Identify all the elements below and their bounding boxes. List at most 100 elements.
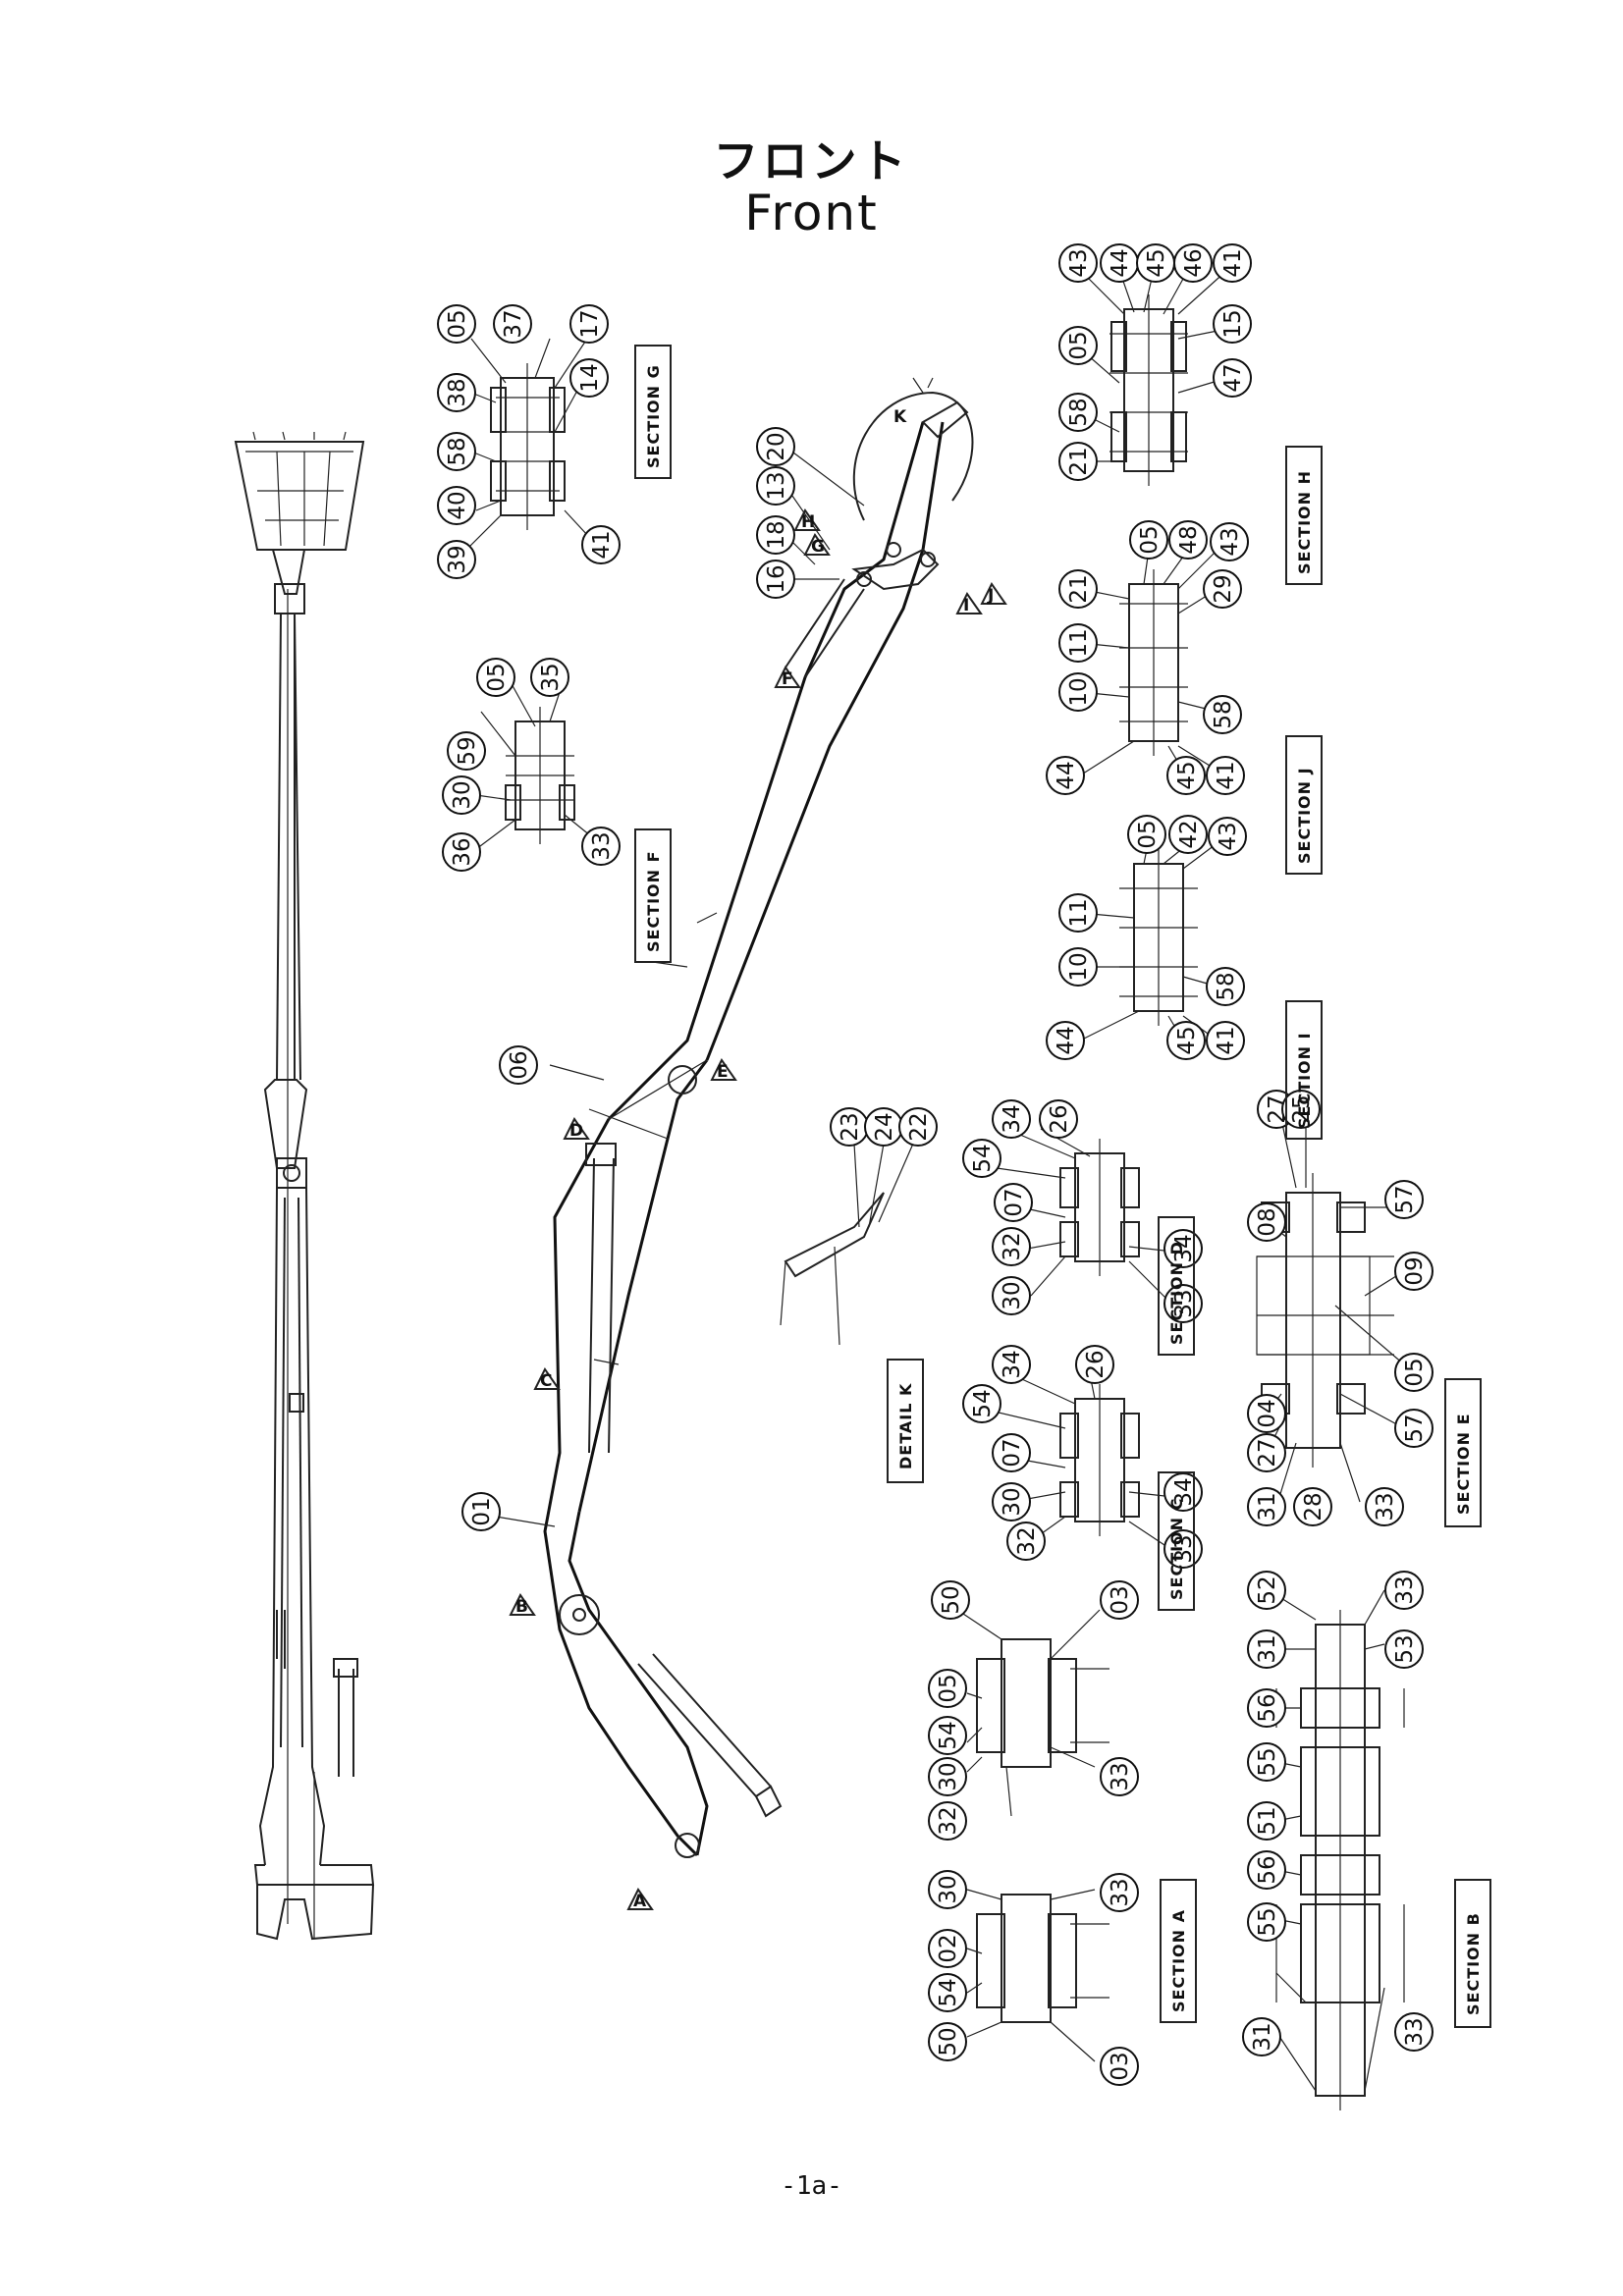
callout-number: 05: [1402, 1358, 1428, 1386]
callout-main-18: 18: [756, 515, 795, 555]
callout-number: 08: [1255, 1207, 1280, 1236]
callout-circle: [928, 2022, 967, 2061]
callout-number: 30: [936, 1875, 961, 1903]
callout-number: 40: [445, 491, 470, 519]
callout-number: 33: [1402, 2017, 1428, 2046]
section-j-label: SECTION J: [1295, 767, 1314, 864]
callout-b-52: 52: [1247, 1571, 1286, 1610]
callout-circle: [569, 358, 609, 398]
section-j-drawing: [1119, 569, 1188, 756]
callout-circle: [1208, 817, 1247, 856]
callout-number: 38: [445, 378, 470, 406]
page-title-japanese: フロント: [713, 134, 910, 187]
callout-number: 10: [1066, 952, 1092, 981]
callout-number: 57: [1392, 1185, 1418, 1213]
callout-k-24: 24: [864, 1107, 903, 1147]
section-a-label: SECTION A: [1169, 1909, 1188, 2012]
callout-circle: [1058, 947, 1098, 987]
callout-circle: [992, 1433, 1031, 1472]
detail-k-drawing: [780, 1192, 885, 1346]
callout-number: 21: [1066, 574, 1092, 603]
callout-e-33: 33: [1365, 1487, 1404, 1526]
page-number: -1a-: [781, 2171, 842, 2201]
callout-g-41: 41: [581, 525, 621, 564]
callout-number: 34: [1000, 1104, 1025, 1133]
callout-a-33: 33: [1100, 1873, 1139, 1912]
callout-circle: [1213, 358, 1252, 398]
callout-d-33: 33: [1163, 1284, 1203, 1323]
callout-circle: [1058, 623, 1098, 663]
callout-c-32: 32: [1006, 1522, 1046, 1561]
callout-circle: [1247, 1571, 1286, 1610]
callout-j-48: 48: [1168, 520, 1208, 560]
callout-j-41: 41: [1206, 756, 1245, 795]
callout-number: 43: [1216, 822, 1241, 850]
callout-i-42: 42: [1168, 815, 1208, 854]
callout-b-31: 31: [1242, 2017, 1281, 2056]
callout-number: 18: [764, 520, 789, 549]
callout-number: 20: [764, 432, 789, 460]
callout-circle: [1163, 1229, 1203, 1268]
callout-b-53: 53: [1384, 1629, 1424, 1669]
callout-number: 34: [1171, 1234, 1197, 1262]
callout-number: 33: [1108, 1762, 1133, 1790]
callout-j-45: 45: [1166, 756, 1206, 795]
callout-circle: [962, 1384, 1001, 1423]
callout-number: 11: [1066, 898, 1092, 927]
callout-main-16: 16: [756, 560, 795, 599]
section-labels: SECTION G SECTION F SECTION H SECTION J …: [634, 345, 1491, 2028]
leader-lines: [456, 269, 1405, 2092]
callout-number: 54: [970, 1389, 996, 1417]
callout-circle: [756, 560, 795, 599]
callout-d-07: 07: [994, 1183, 1033, 1222]
callout-number: 05: [936, 1674, 961, 1702]
callout-number: 33: [1171, 1534, 1197, 1563]
callout-h-41: 41: [1213, 243, 1252, 283]
callout-circle: [994, 1183, 1033, 1222]
callout-number: 51: [1255, 1806, 1280, 1835]
view-marker-j: J: [987, 586, 994, 606]
callout-circle: [1203, 695, 1242, 734]
callout-number: 31: [1255, 1492, 1280, 1521]
callout-number: 41: [589, 530, 615, 559]
view-marker-k: K: [893, 407, 907, 427]
callout-g-38: 38: [437, 373, 476, 412]
callout-f-59: 59: [447, 731, 486, 771]
callout-a-33: 33: [1100, 1757, 1139, 1796]
callout-circle: [1213, 243, 1252, 283]
callout-circle: [1166, 756, 1206, 795]
callout-circle: [1168, 815, 1208, 854]
callout-h-45: 45: [1136, 243, 1175, 283]
callout-number: 30: [450, 780, 475, 809]
callout-circle: [1058, 243, 1098, 283]
callout-number: 33: [589, 831, 615, 860]
callout-number: 56: [1255, 1855, 1280, 1884]
callout-a-05: 05: [928, 1669, 967, 1708]
callout-number: 14: [577, 363, 603, 392]
callout-a-50: 50: [928, 2022, 967, 2061]
callout-number: 30: [1000, 1281, 1025, 1309]
callout-b-56: 56: [1247, 1850, 1286, 1890]
callout-e-28: 28: [1293, 1487, 1332, 1526]
callout-number: 03: [1108, 1585, 1133, 1614]
callout-circle: [1058, 893, 1098, 933]
callout-circle: [1127, 815, 1166, 854]
callout-circle: [928, 1870, 967, 1909]
callout-number: 30: [936, 1762, 961, 1790]
callout-j-58: 58: [1203, 695, 1242, 734]
callout-number: 33: [1373, 1492, 1398, 1521]
view-marker-c: C: [540, 1371, 552, 1391]
callout-number: 13: [764, 471, 789, 500]
callout-circle: [992, 1482, 1031, 1522]
callout-b-55: 55: [1247, 1742, 1286, 1782]
callout-number: 52: [1255, 1575, 1280, 1604]
callout-a-03: 03: [1100, 2047, 1139, 2086]
callout-number: 41: [1220, 248, 1246, 277]
callout-g-37: 37: [493, 304, 532, 344]
callout-circle: [756, 427, 795, 466]
callout-number: 50: [939, 1585, 964, 1614]
section-b-drawing: [1275, 1610, 1405, 2110]
callout-number: 05: [1137, 525, 1163, 554]
callout-circle: [1384, 1180, 1424, 1219]
